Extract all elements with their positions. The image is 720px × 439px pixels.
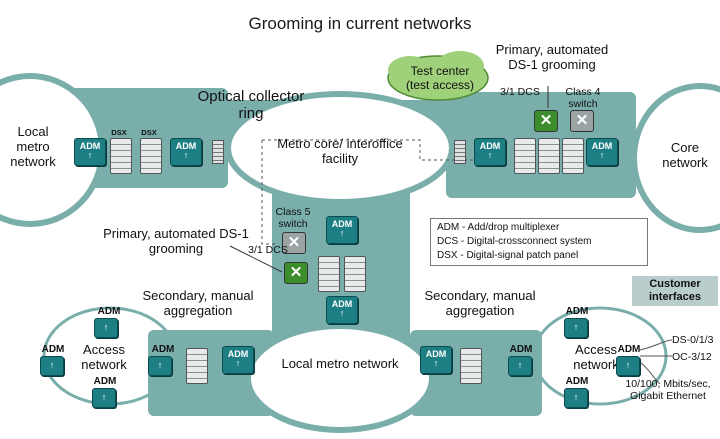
core-network-label: Core network <box>662 140 708 170</box>
adm-device: ↑ <box>616 356 640 376</box>
adm-device: ADM↑ <box>74 138 106 166</box>
optical-collector-ring-label: Optical collector ring <box>197 88 305 122</box>
adm-device: ADM↑ <box>420 346 452 374</box>
adm-label: ADM <box>565 376 589 387</box>
legend-adm: ADM - Add/drop multiplexer <box>437 222 560 233</box>
metro-core-ring <box>225 91 455 205</box>
secondary-right-label: Secondary, manual aggregation <box>424 288 536 318</box>
dcs-panel <box>344 256 366 292</box>
adm-device: ↑ <box>564 388 588 408</box>
primary-grooming-mid-label: Primary, automated DS-1 grooming <box>103 226 249 256</box>
local-metro-bottom-ring <box>245 323 435 433</box>
adm-label: ADM <box>41 344 65 355</box>
ds013-label: DS-0/1/3 <box>672 334 714 346</box>
adm-label: ADM <box>151 344 175 355</box>
test-center-cloud <box>387 51 489 101</box>
adm-device: ADM↑ <box>222 346 254 374</box>
adm-device: ↑ <box>148 356 172 376</box>
class4-label: Class 4 switch <box>565 86 601 110</box>
dsx-panel <box>186 348 208 384</box>
primary-grooming-top-label: Primary, automated DS-1 grooming <box>495 42 609 72</box>
metro-core-label: Metro core/ interoffice facility <box>277 136 403 166</box>
pointer-primary-mid <box>229 245 283 273</box>
class5-switch-icon: ✕ <box>282 232 306 254</box>
dsx-label: DSX <box>111 128 127 137</box>
dcs-switch-icon: ✕ <box>534 110 558 132</box>
adm-label: ADM <box>97 306 121 317</box>
adm-device: ADM↑ <box>586 138 618 166</box>
dsx-panel <box>538 138 560 174</box>
adm-device: ↑ <box>508 356 532 376</box>
adm-label: ADM <box>617 344 641 355</box>
adm-device: ↑ <box>92 388 116 408</box>
adm-device: ADM↑ <box>474 138 506 166</box>
dsx-panel <box>514 138 536 174</box>
legend-dsx: DSX - Digital-signal patch panel <box>437 250 579 261</box>
access-left-label: Access network <box>81 342 127 372</box>
adm-device: ADM↑ <box>326 216 358 244</box>
adm-label: ADM <box>509 344 533 355</box>
fiber-patch <box>454 140 466 164</box>
ethernet-label: 10/100, Mbits/sec, Gigabit Ethernet <box>625 378 711 402</box>
dsx-panel <box>460 348 482 384</box>
dcs-31-mid-label: 3/1 DCS <box>248 244 288 256</box>
oc312-label: OC-3/12 <box>672 351 712 363</box>
adm-device: ADM↑ <box>170 138 202 166</box>
class5-label: Class 5 switch <box>275 206 311 230</box>
adm-label: ADM <box>93 376 117 387</box>
local-metro-left-label: Local metro network <box>10 124 56 169</box>
dcs-31-top-label: 3/1 DCS <box>500 86 540 98</box>
core-network-ring <box>631 83 720 233</box>
local-metro-bottom-label: Local metro network <box>281 356 399 371</box>
test-center-label: Test center (test access) <box>405 64 474 92</box>
adm-device: ↑ <box>40 356 64 376</box>
class4-switch-icon: ✕ <box>570 110 594 132</box>
fiber-patch <box>212 140 224 164</box>
dsx-panel <box>562 138 584 174</box>
secondary-left-label: Secondary, manual aggregation <box>142 288 254 318</box>
dsx-label: DSX <box>141 128 157 137</box>
adm-label: ADM <box>565 306 589 317</box>
customer-interfaces-box: Customer interfaces <box>632 276 718 306</box>
legend: ADM - Add/drop multiplexer DCS - Digital… <box>430 218 648 266</box>
adm-device: ↑ <box>94 318 118 338</box>
dcs-switch-icon: ✕ <box>284 262 308 284</box>
legend-dcs: DCS - Digital-crossconnect system <box>437 236 592 247</box>
dsx-panel <box>110 138 132 174</box>
diagram-title: Grooming in current networks <box>248 14 472 33</box>
dsx-panel <box>140 138 162 174</box>
adm-device: ADM↑ <box>326 296 358 324</box>
adm-device: ↑ <box>564 318 588 338</box>
dcs-panel <box>318 256 340 292</box>
access-right-label: Access network <box>573 342 619 372</box>
